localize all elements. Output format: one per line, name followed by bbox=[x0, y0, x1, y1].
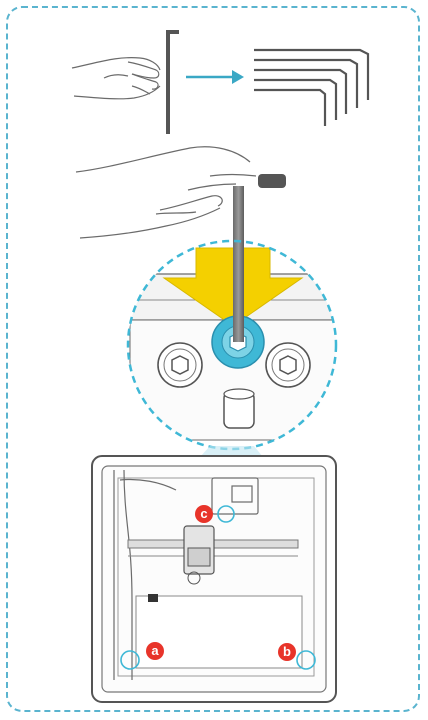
nozzle-icon bbox=[224, 389, 254, 428]
hex-key-set-icon bbox=[254, 50, 368, 126]
hand-holding-key-illustration bbox=[72, 58, 160, 99]
screw-right-icon bbox=[266, 343, 310, 387]
screw-marker-c: c bbox=[195, 505, 213, 523]
arrow-right-icon bbox=[186, 70, 244, 84]
screw-left-icon bbox=[158, 343, 202, 387]
hex-key-shaft-icon bbox=[233, 186, 244, 342]
printer-top-view bbox=[92, 456, 336, 702]
hand-inserting-key-illustration bbox=[76, 147, 256, 238]
hex-key-handle-icon bbox=[258, 174, 286, 188]
step-1-select-hex-key bbox=[72, 30, 368, 134]
step-2-insert-hex-key bbox=[76, 147, 350, 468]
screw-marker-b: b bbox=[278, 643, 296, 661]
hex-key-icon bbox=[166, 30, 179, 134]
screw-marker-a: a bbox=[146, 642, 164, 660]
